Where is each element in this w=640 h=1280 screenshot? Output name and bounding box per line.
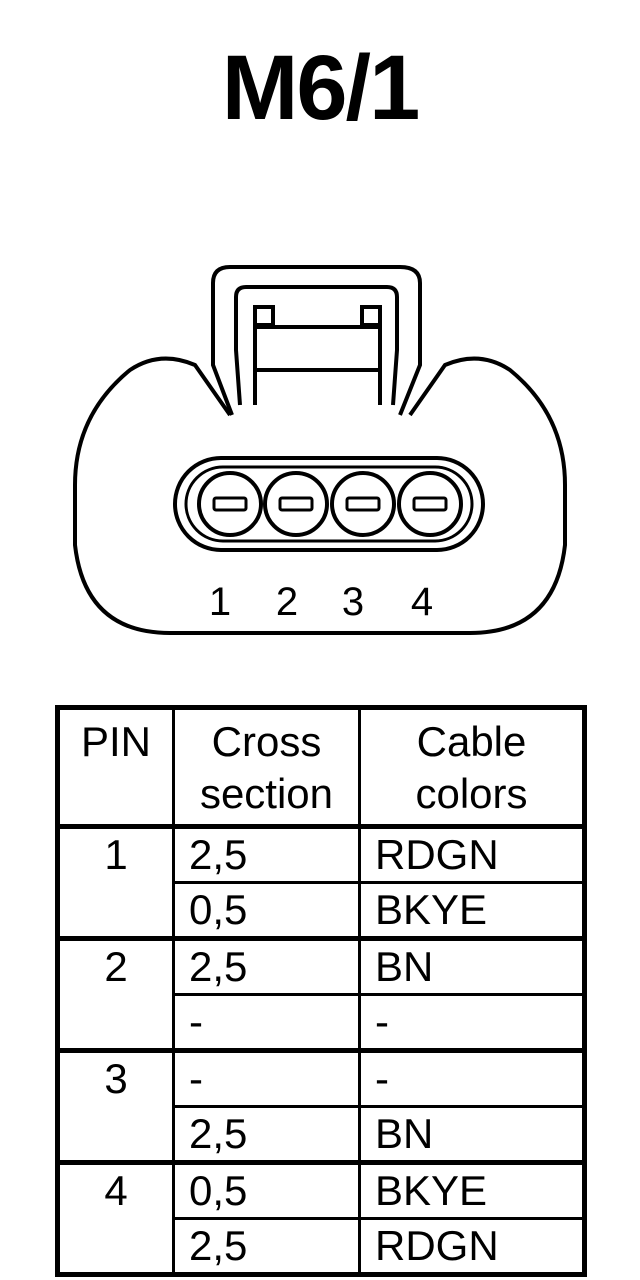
table-row: 2,5 BN bbox=[58, 1105, 586, 1165]
header-cable-colors: Cable colors bbox=[358, 706, 586, 829]
pin-4-socket bbox=[397, 471, 463, 537]
table-row: 3 - - bbox=[56, 1049, 586, 1165]
table-row: 4 0,5 BKYE bbox=[56, 1161, 586, 1277]
cable-color-cell: RDGN bbox=[358, 1217, 586, 1276]
cable-color-cell: - bbox=[358, 1049, 586, 1108]
pin-cell: 4 bbox=[56, 1161, 175, 1277]
header-cross-section: Cross section bbox=[172, 706, 361, 829]
pin-cavity-outer bbox=[173, 456, 485, 552]
cross-section-cell: - bbox=[172, 1049, 361, 1108]
pin-number-4: 4 bbox=[411, 580, 433, 624]
pin-cavity-inner bbox=[184, 465, 474, 543]
cross-section-cell: 2,5 bbox=[172, 1105, 361, 1165]
cross-section-cell: 0,5 bbox=[172, 881, 361, 941]
pin-cell: 1 bbox=[56, 825, 175, 941]
table-row: 0,5 BKYE bbox=[58, 881, 586, 941]
table-row: - - bbox=[58, 993, 586, 1053]
cable-color-cell: RDGN bbox=[358, 825, 586, 884]
pin-number-1: 1 bbox=[209, 580, 231, 624]
cable-color-cell: BN bbox=[358, 937, 586, 996]
page-title: M6/1 bbox=[221, 37, 421, 139]
pin-1-socket bbox=[197, 471, 263, 537]
connector-housing bbox=[73, 356, 567, 635]
pin-cell: 3 bbox=[56, 1049, 175, 1165]
latch-inner bbox=[234, 285, 399, 406]
cable-color-cell: - bbox=[358, 993, 586, 1053]
table-row: 1 2,5 RDGN bbox=[56, 825, 586, 941]
table-row: 2,5 RDGN bbox=[58, 1217, 586, 1276]
cross-section-cell: 2,5 bbox=[172, 1217, 361, 1276]
pin-3-socket bbox=[330, 471, 396, 537]
pin-2-socket bbox=[263, 471, 329, 537]
header-pin: PIN bbox=[56, 706, 175, 829]
cable-color-cell: BKYE bbox=[358, 881, 586, 941]
table-header-row: PIN Cross section Cable colors bbox=[56, 706, 586, 829]
cable-color-cell: BKYE bbox=[358, 1161, 586, 1220]
cross-section-cell: - bbox=[172, 993, 361, 1053]
latch-tab-left bbox=[253, 305, 275, 327]
pin-number-2: 2 bbox=[276, 580, 298, 624]
connector-diagram: 1 2 3 4 bbox=[73, 265, 567, 635]
pin-cell: 2 bbox=[56, 937, 175, 1053]
table-row: 2 2,5 BN bbox=[56, 937, 586, 1053]
cross-section-cell: 2,5 bbox=[172, 937, 361, 996]
pin-number-3: 3 bbox=[342, 580, 364, 624]
cable-color-cell: BN bbox=[358, 1105, 586, 1165]
latch-outer bbox=[211, 265, 422, 416]
pin-assignment-table: PIN Cross section Cable colors 1 2,5 RDG… bbox=[55, 705, 587, 1277]
cross-section-cell: 0,5 bbox=[172, 1161, 361, 1220]
latch-tab-right bbox=[360, 305, 382, 327]
cross-section-cell: 2,5 bbox=[172, 825, 361, 884]
